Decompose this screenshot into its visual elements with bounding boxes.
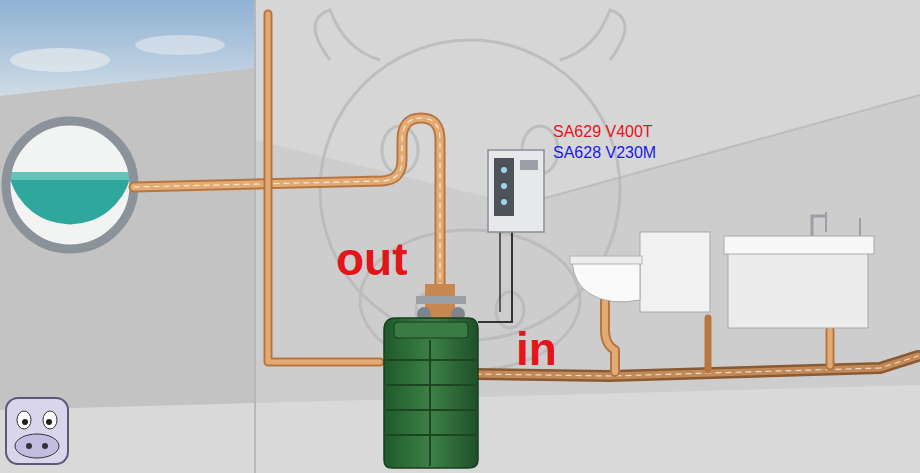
ceiling (255, 0, 920, 205)
sewer-water (10, 178, 130, 224)
pipe-label: out (336, 236, 408, 282)
panel-light (501, 167, 507, 173)
watermark-head (320, 40, 620, 340)
toilet-seat (570, 256, 642, 264)
logo-pupil (22, 419, 28, 425)
sink (724, 212, 874, 328)
toilet (570, 232, 710, 312)
faucet (812, 216, 826, 236)
toilet-bowl (572, 258, 640, 302)
toilet-drain (605, 292, 615, 372)
lifting-station (384, 284, 478, 468)
sewer (6, 121, 134, 249)
logo-snout (15, 434, 59, 458)
cistern-frame (640, 232, 710, 312)
tank-ribs (386, 340, 476, 466)
faucet (825, 212, 827, 232)
logo-head (6, 398, 68, 464)
drain (705, 318, 712, 370)
watermark-horn (560, 10, 625, 60)
tank (384, 318, 478, 468)
cable (499, 232, 501, 312)
faucet (859, 218, 861, 236)
control-panel (478, 150, 544, 322)
logo-nostril (26, 443, 32, 449)
sink-basin (724, 236, 874, 254)
panel-box (488, 150, 544, 232)
model-label: SA628 V230M (553, 145, 656, 161)
panel-light (501, 183, 507, 189)
wall-edge (520, 95, 920, 205)
logo-eye (43, 411, 57, 429)
logo-pupil (46, 419, 52, 425)
cloud (10, 48, 110, 72)
discharge-pipe (134, 118, 440, 292)
sewer-ring (6, 121, 134, 249)
sink-drain (828, 330, 833, 366)
sink-drain (826, 330, 835, 366)
watermark (315, 10, 625, 370)
vent-pipe (268, 14, 380, 362)
sink-cabinet (728, 248, 868, 328)
toilet-drain (605, 292, 615, 372)
cable (478, 232, 512, 322)
logo-eye (17, 411, 31, 429)
cloud (135, 35, 225, 55)
vent-pipe (268, 14, 380, 362)
logo-nostril (42, 443, 48, 449)
discharge-pipe (134, 118, 440, 292)
panel-display (494, 158, 514, 216)
model-label: SA629 V400T (553, 124, 653, 140)
pipe-flow (134, 118, 440, 292)
panel-switch (520, 160, 538, 170)
tank-lid (394, 322, 468, 338)
pipe-label: in (516, 326, 557, 372)
water-surface (8, 172, 132, 180)
valve (416, 296, 466, 304)
wall-edge (254, 0, 256, 473)
logo (6, 398, 68, 464)
watermark-horn (315, 10, 380, 60)
pipes (134, 14, 918, 376)
panel-light (501, 199, 507, 205)
